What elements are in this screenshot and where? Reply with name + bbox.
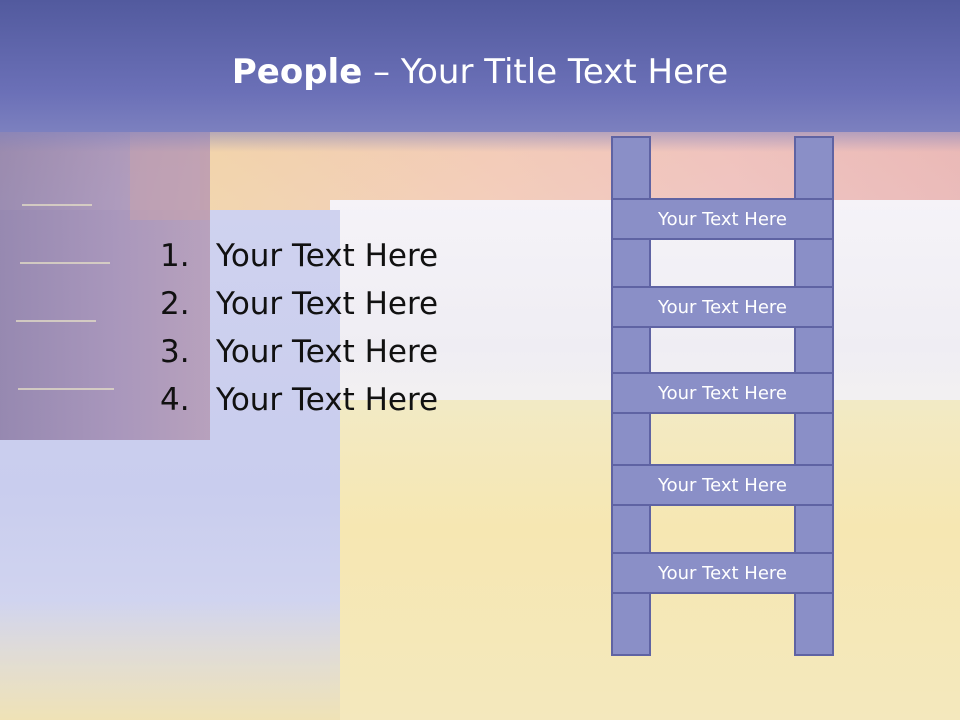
background-stroke [18,388,114,390]
ladder-rung: Your Text Here [611,372,834,414]
list-item-number: 3. [160,334,190,370]
numbered-list: 1. Your Text Here 2. Your Text Here 3. Y… [160,232,438,424]
title-bold: People [231,52,363,92]
background-lower-left [0,600,340,720]
list-item: 3. Your Text Here [160,328,438,376]
ladder-diagram: Your Text Here Your Text Here Your Text … [611,136,834,658]
ladder-rung: Your Text Here [611,552,834,594]
list-item-number: 2. [160,286,190,322]
list-item-text: Your Text Here [216,238,439,274]
title-rest: – Your Title Text Here [362,52,729,92]
title-bar [0,0,960,152]
list-item: 4. Your Text Here [160,376,438,424]
ladder-rung: Your Text Here [611,198,834,240]
list-item-text: Your Text Here [216,382,439,418]
slide-title: People – Your Title Text Here [0,52,960,92]
ladder-rung: Your Text Here [611,286,834,328]
background-stroke [16,320,96,322]
list-item-text: Your Text Here [216,286,439,322]
background-stroke [22,204,92,206]
list-item: 1. Your Text Here [160,232,438,280]
list-item-number: 1. [160,238,190,274]
list-item: 2. Your Text Here [160,280,438,328]
ladder-rung: Your Text Here [611,464,834,506]
background-stroke [20,262,110,264]
list-item-text: Your Text Here [216,334,439,370]
list-item-number: 4. [160,382,190,418]
